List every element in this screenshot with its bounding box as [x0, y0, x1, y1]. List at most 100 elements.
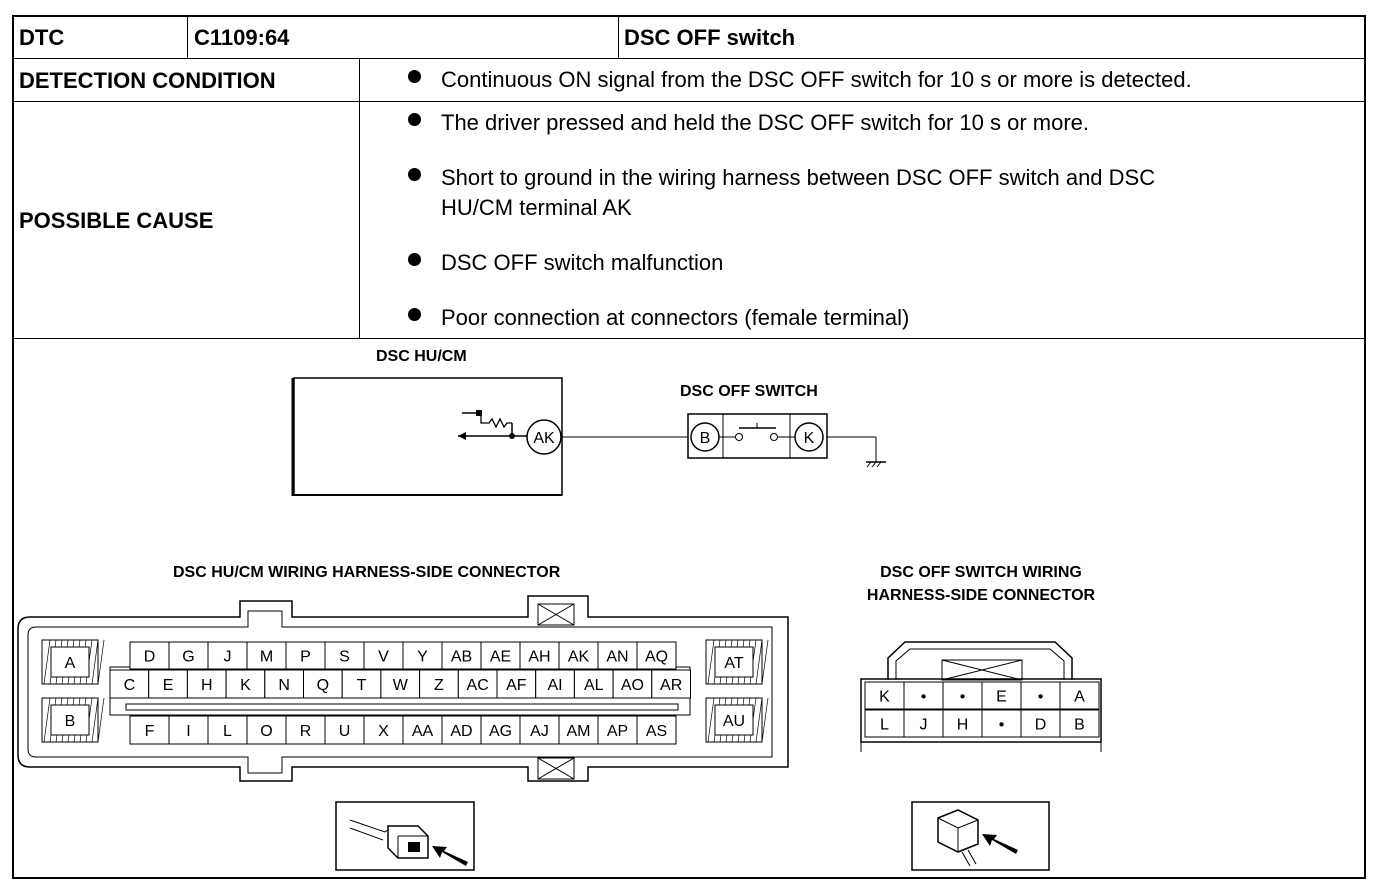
- hucm-internal-circuit-icon: [458, 410, 527, 440]
- terminal-ak-label: AK: [533, 430, 555, 447]
- hucm-pin: AH: [519, 641, 560, 670]
- switch-box: [687, 413, 828, 459]
- hucm-pin: AQ: [636, 641, 677, 670]
- hucm-pin-label: J: [224, 649, 232, 666]
- hucm-pin-label: AG: [489, 723, 512, 740]
- hucm-pin-label: AJ: [530, 723, 549, 740]
- bullet-icon: [408, 253, 421, 266]
- switch-connector-view-icon: [911, 801, 1050, 871]
- switch-pin: L: [864, 709, 905, 738]
- hucm-pin: R: [285, 715, 326, 745]
- hucm-pin-label: X: [378, 723, 389, 740]
- col-divider: [187, 17, 188, 58]
- hucm-pin-label: AR: [660, 677, 682, 694]
- hucm-pin: AM: [558, 715, 599, 745]
- switch-pin: •: [981, 709, 1022, 738]
- hucm-pin-label: AF: [506, 677, 527, 694]
- hucm-pin: M: [246, 641, 287, 670]
- hucm-pin-label: O: [260, 723, 272, 740]
- hucm-pin: Y: [402, 641, 443, 670]
- switch-pin-label: •: [1038, 689, 1044, 706]
- hucm-pin: AK: [558, 641, 599, 670]
- hucm-pin-label: I: [186, 723, 190, 740]
- switch-pin-label: E: [996, 689, 1007, 706]
- hucm-pin: E: [148, 669, 188, 699]
- hucm-pin: AF: [496, 669, 537, 699]
- hucm-pin-label: E: [163, 677, 174, 694]
- hucm-pin: H: [186, 669, 227, 699]
- hucm-pin-label: C: [124, 677, 136, 694]
- hucm-side-terminal-label: A: [65, 655, 76, 672]
- switch-pin-label: •: [960, 689, 966, 706]
- hucm-pin: J: [207, 641, 248, 670]
- col-divider: [359, 58, 360, 338]
- terminal-b-label: B: [700, 430, 711, 447]
- hucm-pin-label: L: [223, 723, 232, 740]
- hucm-pin-label: U: [339, 723, 351, 740]
- hucm-pin: P: [285, 641, 326, 670]
- hucm-pin-label: S: [339, 649, 350, 666]
- switch-pin-label: D: [1035, 717, 1047, 734]
- switch-pin: •: [942, 681, 983, 710]
- ground-icon: [827, 436, 886, 468]
- hucm-pin: AA: [402, 715, 443, 745]
- hucm-pin: AS: [636, 715, 677, 745]
- hucm-pin-label: M: [260, 649, 273, 666]
- hucm-pin: L: [207, 715, 248, 745]
- hucm-pin: Z: [419, 669, 459, 699]
- hucm-pin-label: W: [393, 677, 409, 694]
- hucm-pin: AO: [612, 669, 653, 699]
- hucm-pin-label: AN: [606, 649, 628, 666]
- hucm-pin: AD: [441, 715, 482, 745]
- hucm-pin-label: AP: [607, 723, 628, 740]
- hucm-pin-label: P: [300, 649, 311, 666]
- col-divider: [618, 17, 619, 58]
- hucm-pin-label: AD: [450, 723, 472, 740]
- hucm-pin-label: AL: [584, 677, 604, 694]
- switch-pin: •: [1020, 681, 1061, 710]
- hucm-pin: AI: [535, 669, 575, 699]
- switch-pin-label: H: [957, 717, 969, 734]
- hucm-connector-view-icon: [335, 801, 475, 871]
- hucm-pin-label: AI: [547, 677, 562, 694]
- dtc-code: C1109:64: [194, 25, 290, 50]
- possible-cause-label: POSSIBLE CAUSE: [19, 208, 214, 233]
- hucm-connector-title: DSC HU/CM WIRING HARNESS-SIDE CONNECTOR: [173, 564, 561, 581]
- switch-pin-label: •: [921, 689, 927, 706]
- hucm-pin: S: [324, 641, 365, 670]
- hucm-pin: AL: [573, 669, 614, 699]
- switch-title: DSC OFF SWITCH: [680, 383, 818, 400]
- switch-pin-label: B: [1074, 717, 1085, 734]
- switch-pin: E: [981, 681, 1022, 710]
- switch-pin: J: [903, 709, 944, 738]
- hucm-pin: X: [363, 715, 404, 745]
- hucm-pin: F: [129, 715, 170, 745]
- bullet-icon: [408, 113, 421, 126]
- bullet-icon: [408, 70, 421, 83]
- hucm-pin: AC: [457, 669, 498, 699]
- switch-pin: D: [1020, 709, 1061, 738]
- hucm-pin-label: AS: [646, 723, 667, 740]
- switch-pin-label: K: [879, 689, 890, 706]
- hucm-pin-label: AH: [528, 649, 550, 666]
- hucm-pin: N: [264, 669, 304, 699]
- row-divider: [14, 58, 1364, 59]
- hucm-pin-label: AE: [490, 649, 511, 666]
- hucm-pin-label: T: [357, 677, 367, 694]
- switch-pin-label: J: [920, 717, 928, 734]
- switch-pin: K: [864, 681, 905, 710]
- hucm-side-terminal: B: [41, 697, 105, 743]
- hucm-pin: AG: [480, 715, 521, 745]
- dtc-table: DTC C1109:64 DSC OFF switch DETECTION CO…: [12, 15, 1366, 879]
- hucm-pin: U: [324, 715, 365, 745]
- hucm-pin-label: Q: [317, 677, 329, 694]
- hucm-pin: T: [341, 669, 382, 699]
- switch-connector-title-2: HARNESS-SIDE CONNECTOR: [867, 587, 1096, 604]
- hucm-pin-label: AO: [621, 677, 644, 694]
- hucm-pin-label: AK: [568, 649, 590, 666]
- hucm-pin: AB: [441, 641, 482, 670]
- hucm-pin-label: AB: [451, 649, 472, 666]
